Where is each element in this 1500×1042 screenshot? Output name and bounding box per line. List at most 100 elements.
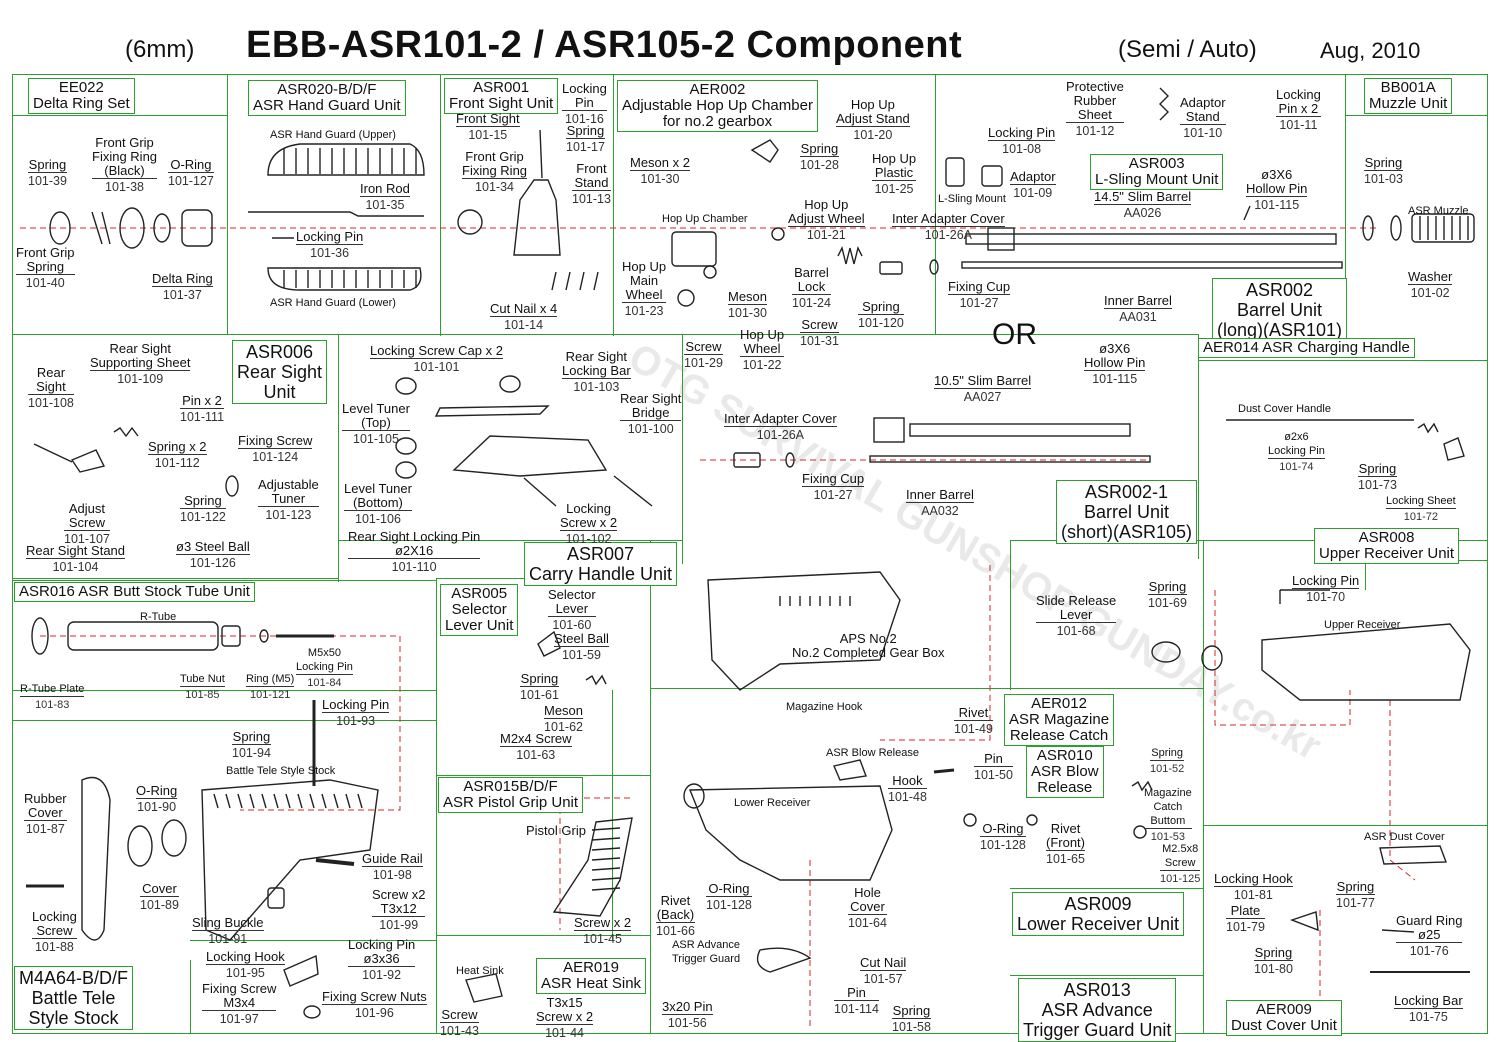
part-label: ASR Hand Guard (Lower) [270,296,396,310]
part-name: ASR Advance Trigger Guard [672,939,741,965]
part-name: Rear Sight Bridge [620,391,682,420]
part-name: Hop Up Adjust Stand [836,97,910,126]
section-divider [12,690,436,691]
part-name: Locking Sheet [1386,495,1456,507]
unit-title-line: BB001A [1380,79,1436,96]
part-name: Hop Up Adjust Wheel [788,197,865,226]
part-number: 101-103 [562,378,631,394]
part-name: Dust Cover Handle [1238,403,1331,415]
part-name: Pin x 2 [182,393,222,408]
part-name: Meson [728,289,768,304]
part-number: 101-38 [92,178,158,194]
part-name: Tube Nut [180,673,225,685]
part-name: Adjustable Tuner [258,477,319,506]
unit-title-line: ASR015B/D/F [463,778,558,795]
unit-title-line: ASR003 [1128,155,1185,172]
diagram-title: EBB-ASR101-2 / ASR105-2 Component [246,24,963,66]
unit-title-line: Selector [451,601,507,618]
part-number: 101-27 [802,486,865,502]
part-name: ø3 Steel Ball [176,539,250,554]
section-divider [1010,888,1203,889]
unit-title-line: ASR016 ASR Butt Stock Tube Unit [19,583,250,600]
part-number: 101-94 [232,744,271,760]
part-label: Dust Cover Handle [1238,402,1331,416]
part-name: R-Tube [140,611,177,623]
part-name: ø2x6 Locking Pin [1268,431,1325,457]
part-name: Meson [544,703,584,718]
unit-title-line: for no.2 gearbox [662,113,773,130]
part-number: 101-77 [1336,894,1375,910]
part-number: 101-56 [662,1014,713,1030]
part-number: 101-69 [1148,594,1187,610]
unit-title-line: Upper Receiver Unit [1319,545,1455,562]
part-number: 101-107 [64,530,110,546]
part-label: Rivet (Front)101-65 [1046,822,1085,866]
section-divider [190,960,191,1034]
part-number: 101-35 [360,196,410,212]
part-number: 101-16 [562,110,607,126]
part-number: 101-23 [622,302,667,318]
part-name: Screw x 2 [574,915,632,930]
part-number: 101-124 [238,448,313,464]
part-name: O-Ring [708,881,750,896]
part-number: 101-29 [684,354,723,370]
part-name: Locking Pin [322,697,390,712]
unit-title-line: Rear Sight [237,362,323,382]
part-name: Fixing Screw Nuts [322,989,427,1004]
part-number: 101-50 [974,766,1013,782]
section-divider [12,580,436,581]
section-divider [436,578,437,1034]
part-name: Cut Nail [860,955,907,970]
date-label: Aug, 2010 [1320,38,1421,63]
part-name: Slide Release Lever [1036,593,1117,622]
unit-title-line: ASR001 [473,79,530,96]
part-number: 101-108 [28,394,74,410]
part-number: 101-80 [1254,960,1293,976]
part-name: Spring [1151,747,1184,759]
part-number: 101-90 [136,798,178,814]
part-name: Front Grip Spring [16,245,75,274]
part-label: Front Grip Fixing Ring (Black)101-38 [92,136,158,194]
part-name: ASR Muzzle [1408,205,1469,217]
part-number: 101-60 [548,616,596,632]
section-divider [1345,74,1346,334]
part-number: 101-115 [1246,196,1308,212]
part-name: Rear Sight Stand [26,543,126,558]
part-name: Cut Nail x 4 [490,301,558,316]
section-divider [1203,825,1488,826]
part-name: Rivet (Front) [1046,821,1085,850]
part-name: Magazine Catch Buttom [1144,787,1192,827]
part-number: 101-26A [892,226,1005,242]
part-name: M2x4 Screw [500,731,572,746]
page-title: (6mm) EBB-ASR101-2 / ASR105-2 Component … [0,22,1500,72]
